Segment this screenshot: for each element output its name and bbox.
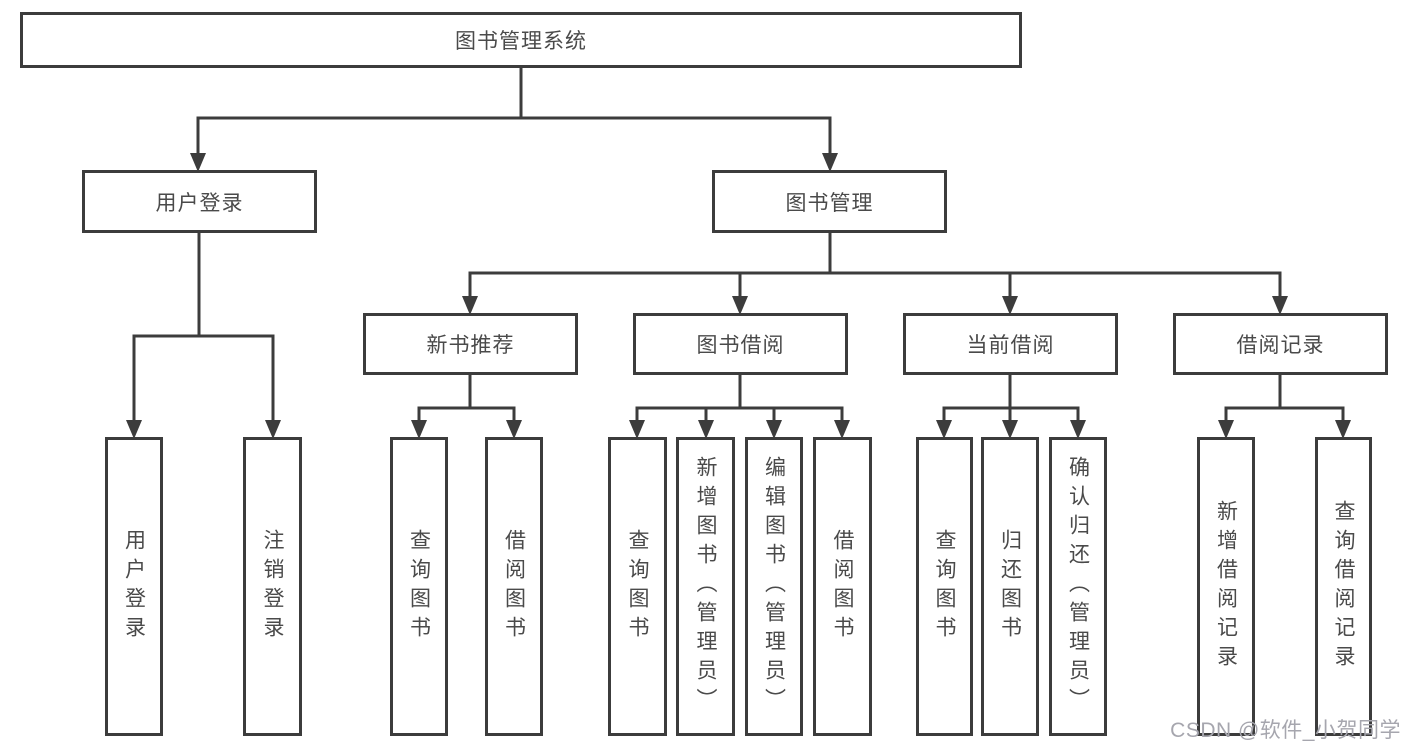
node-label: 查询图书 bbox=[626, 528, 649, 645]
watermark: CSDN @软件_小贺同学 bbox=[1170, 719, 1401, 742]
node-current-borrow: 当前借阅 bbox=[903, 313, 1118, 375]
arrowheads bbox=[126, 153, 1351, 439]
node-newbook-borrow-books: 借阅图书 bbox=[485, 437, 543, 736]
node-login-user-login: 用户登录 bbox=[105, 437, 163, 736]
node-records-query-record: 查询借阅记录 bbox=[1315, 437, 1372, 736]
node-label: 新增图书（管理员） bbox=[694, 456, 717, 717]
node-label: 用户登录 bbox=[155, 191, 244, 215]
node-label: 确认归还（管理员） bbox=[1066, 456, 1090, 717]
node-label: 注销登录 bbox=[261, 528, 284, 645]
node-borrow-records: 借阅记录 bbox=[1173, 313, 1388, 375]
node-label: 图书管理 bbox=[785, 191, 874, 215]
node-borrow-borrow-books: 借阅图书 bbox=[813, 437, 872, 736]
node-label: 归还图书 bbox=[998, 528, 1022, 645]
node-new-book-recommend: 新书推荐 bbox=[363, 313, 578, 375]
node-label: 借阅记录 bbox=[1236, 334, 1325, 357]
node-label: 查询借阅记录 bbox=[1332, 499, 1355, 674]
node-label: 新增借阅记录 bbox=[1214, 499, 1238, 674]
node-book-management: 图书管理 bbox=[712, 170, 947, 233]
node-label: 图书借阅 bbox=[696, 334, 785, 357]
node-label: 借阅图书 bbox=[502, 528, 526, 645]
node-borrow-edit-book-admin: 编辑图书（管理员） bbox=[745, 437, 803, 736]
node-login-logout: 注销登录 bbox=[243, 437, 302, 736]
node-label: 当前借阅 bbox=[966, 334, 1055, 357]
node-current-confirm-return-admin: 确认归还（管理员） bbox=[1049, 437, 1107, 736]
node-label: 借阅图书 bbox=[831, 528, 854, 645]
node-label: 查询图书 bbox=[933, 528, 956, 645]
node-label: 图书管理系统 bbox=[455, 30, 587, 53]
node-current-query-books: 查询图书 bbox=[916, 437, 973, 736]
node-root: 图书管理系统 bbox=[20, 12, 1022, 68]
node-user-login: 用户登录 bbox=[82, 170, 317, 233]
node-label: 用户登录 bbox=[122, 528, 146, 645]
node-borrow-add-book-admin: 新增图书（管理员） bbox=[676, 437, 735, 736]
node-label: 查询图书 bbox=[407, 528, 431, 645]
node-newbook-query-books: 查询图书 bbox=[390, 437, 448, 736]
node-records-add-record: 新增借阅记录 bbox=[1197, 437, 1255, 736]
node-borrow-query-books: 查询图书 bbox=[608, 437, 667, 736]
node-label: 编辑图书（管理员） bbox=[762, 456, 786, 717]
node-book-borrow: 图书借阅 bbox=[633, 313, 848, 375]
node-label: 新书推荐 bbox=[426, 334, 515, 357]
node-current-return-books: 归还图书 bbox=[981, 437, 1039, 736]
